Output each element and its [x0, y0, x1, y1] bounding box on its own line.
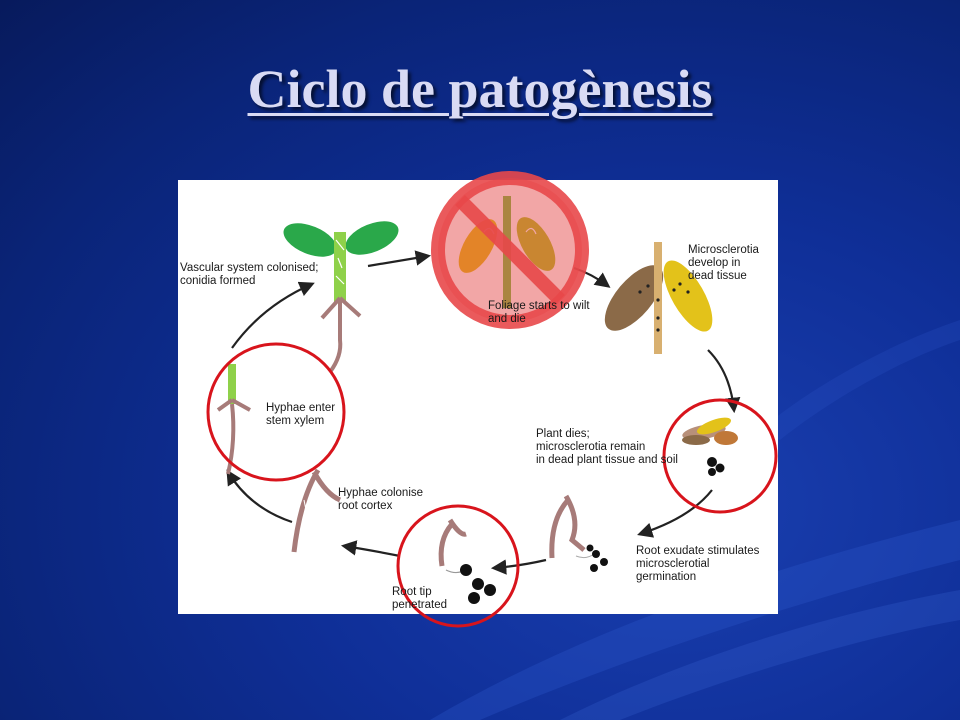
- ring-debris: [662, 398, 778, 514]
- arrow-exudate-to-roottip: [490, 558, 547, 575]
- arrow-dies-to-exudate: [637, 489, 713, 538]
- root-cortex-illustration: [291, 468, 342, 553]
- arrow-microsclerotia-to-dies: [707, 349, 741, 414]
- slide-title: Ciclo de patogènesis: [247, 59, 713, 119]
- prohibition-sign-icon: [431, 171, 589, 329]
- seedling-vascular-illustration: [283, 221, 399, 374]
- label-microsclerotia: Microsclerotia develop in dead tissue: [688, 244, 759, 282]
- label-root-tip: Root tip penetrated: [392, 586, 447, 611]
- stem-xylem-illustration: [216, 364, 251, 475]
- ring-xylem: [206, 342, 346, 482]
- label-plant-dies: Plant dies; microsclerotia remain in dea…: [536, 428, 678, 466]
- root-tip-illustration: [438, 518, 496, 604]
- arrow-vascular-to-wilt: [367, 250, 432, 268]
- label-xylem: Hyphae enter stem xylem: [266, 402, 336, 427]
- arrow-cortex-to-xylem: [226, 469, 293, 524]
- plant-debris-illustration: [682, 417, 738, 476]
- arrow-roottip-to-cortex: [340, 540, 401, 558]
- dead-tissue-illustration: [604, 242, 713, 354]
- ring-roottip: [396, 504, 520, 628]
- label-cortex: Hyphae colonise root cortex: [338, 487, 424, 512]
- label-vascular: Vascular system colonised; conidia forme…: [180, 262, 319, 287]
- arrow-xylem-to-vascular: [231, 281, 315, 349]
- label-wilt: Foliage starts to wilt and die: [488, 300, 590, 325]
- label-exudate: Root exudate stimulates microsclerotial …: [636, 545, 760, 583]
- highlight-rings: [206, 342, 778, 628]
- root-exudate-illustration: [549, 494, 608, 572]
